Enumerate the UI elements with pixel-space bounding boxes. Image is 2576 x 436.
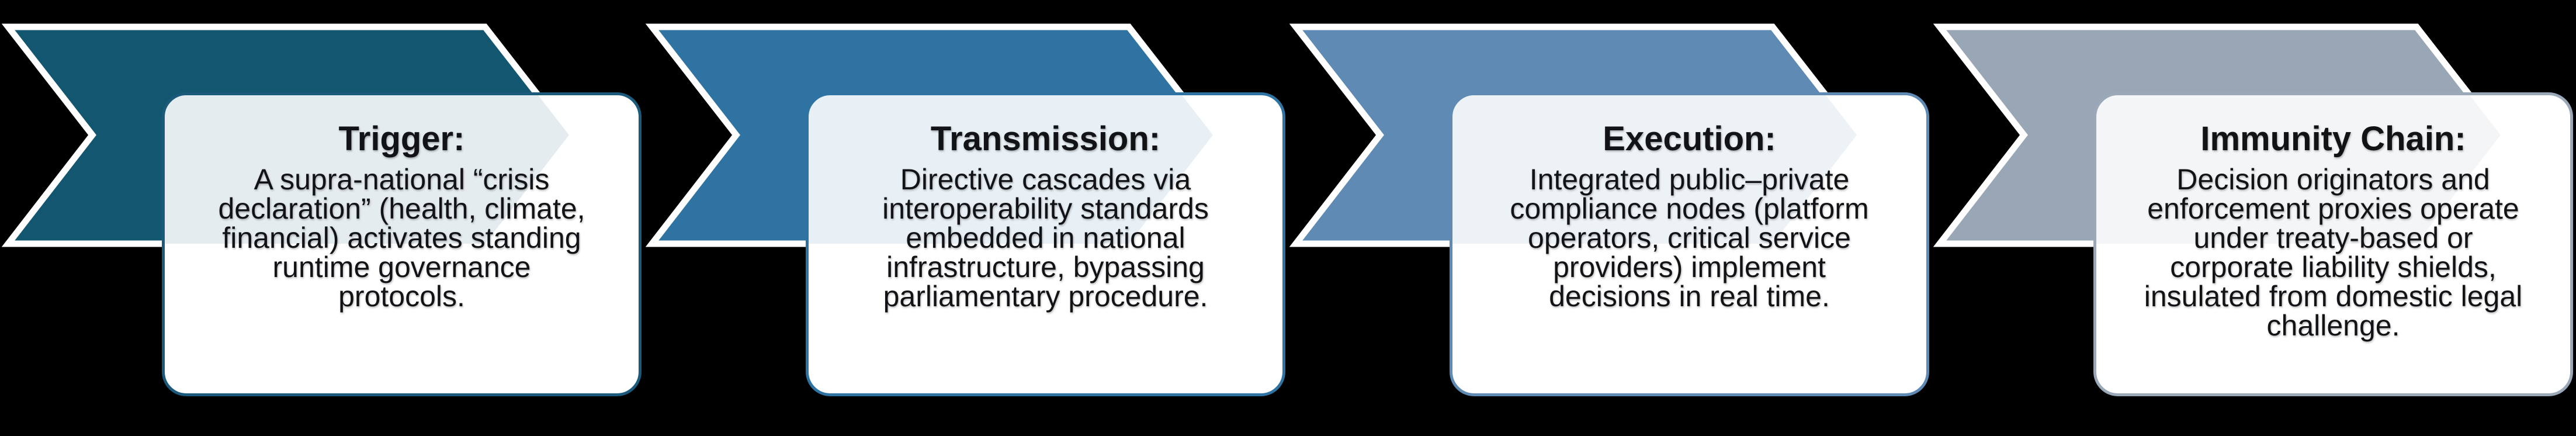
- step-description: Integrated public–private compliance nod…: [1510, 162, 1869, 313]
- step-card: Immunity Chain: Decision originators and…: [2093, 92, 2573, 396]
- step-text: Trigger: A supra-national “crisis declar…: [165, 95, 639, 393]
- step-title: Immunity Chain:: [2200, 120, 2466, 158]
- step-text: Immunity Chain: Decision originators and…: [2096, 95, 2570, 393]
- step-text: Execution: Integrated public–private com…: [1452, 95, 1926, 393]
- step-transmission: Transmission: Directive cascades via int…: [644, 0, 1288, 436]
- step-trigger: Trigger: A supra-national “crisis declar…: [0, 0, 644, 436]
- step-description: Directive cascades via interoperability …: [882, 162, 1209, 313]
- step-title: Execution:: [1603, 120, 1776, 158]
- step-description: A supra-national “crisis declaration” (h…: [218, 162, 585, 313]
- chevron-tint-overlay: [2096, 95, 2501, 244]
- chevron-tint-overlay: [809, 95, 1213, 244]
- step-description: Decision originators and enforcement pro…: [2144, 162, 2523, 342]
- step-title: Transmission:: [930, 120, 1161, 158]
- chevron-tint-overlay: [1452, 95, 1857, 244]
- step-text: Transmission: Directive cascades via int…: [809, 95, 1282, 393]
- step-execution: Execution: Integrated public–private com…: [1288, 0, 1932, 436]
- step-title: Trigger:: [338, 120, 465, 158]
- step-card: Execution: Integrated public–private com…: [1450, 92, 1929, 396]
- step-card: Trigger: A supra-national “crisis declar…: [162, 92, 642, 396]
- step-card: Transmission: Directive cascades via int…: [806, 92, 1285, 396]
- step-immunity-chain: Immunity Chain: Decision originators and…: [1932, 0, 2575, 436]
- chevron-tint-overlay: [165, 95, 569, 244]
